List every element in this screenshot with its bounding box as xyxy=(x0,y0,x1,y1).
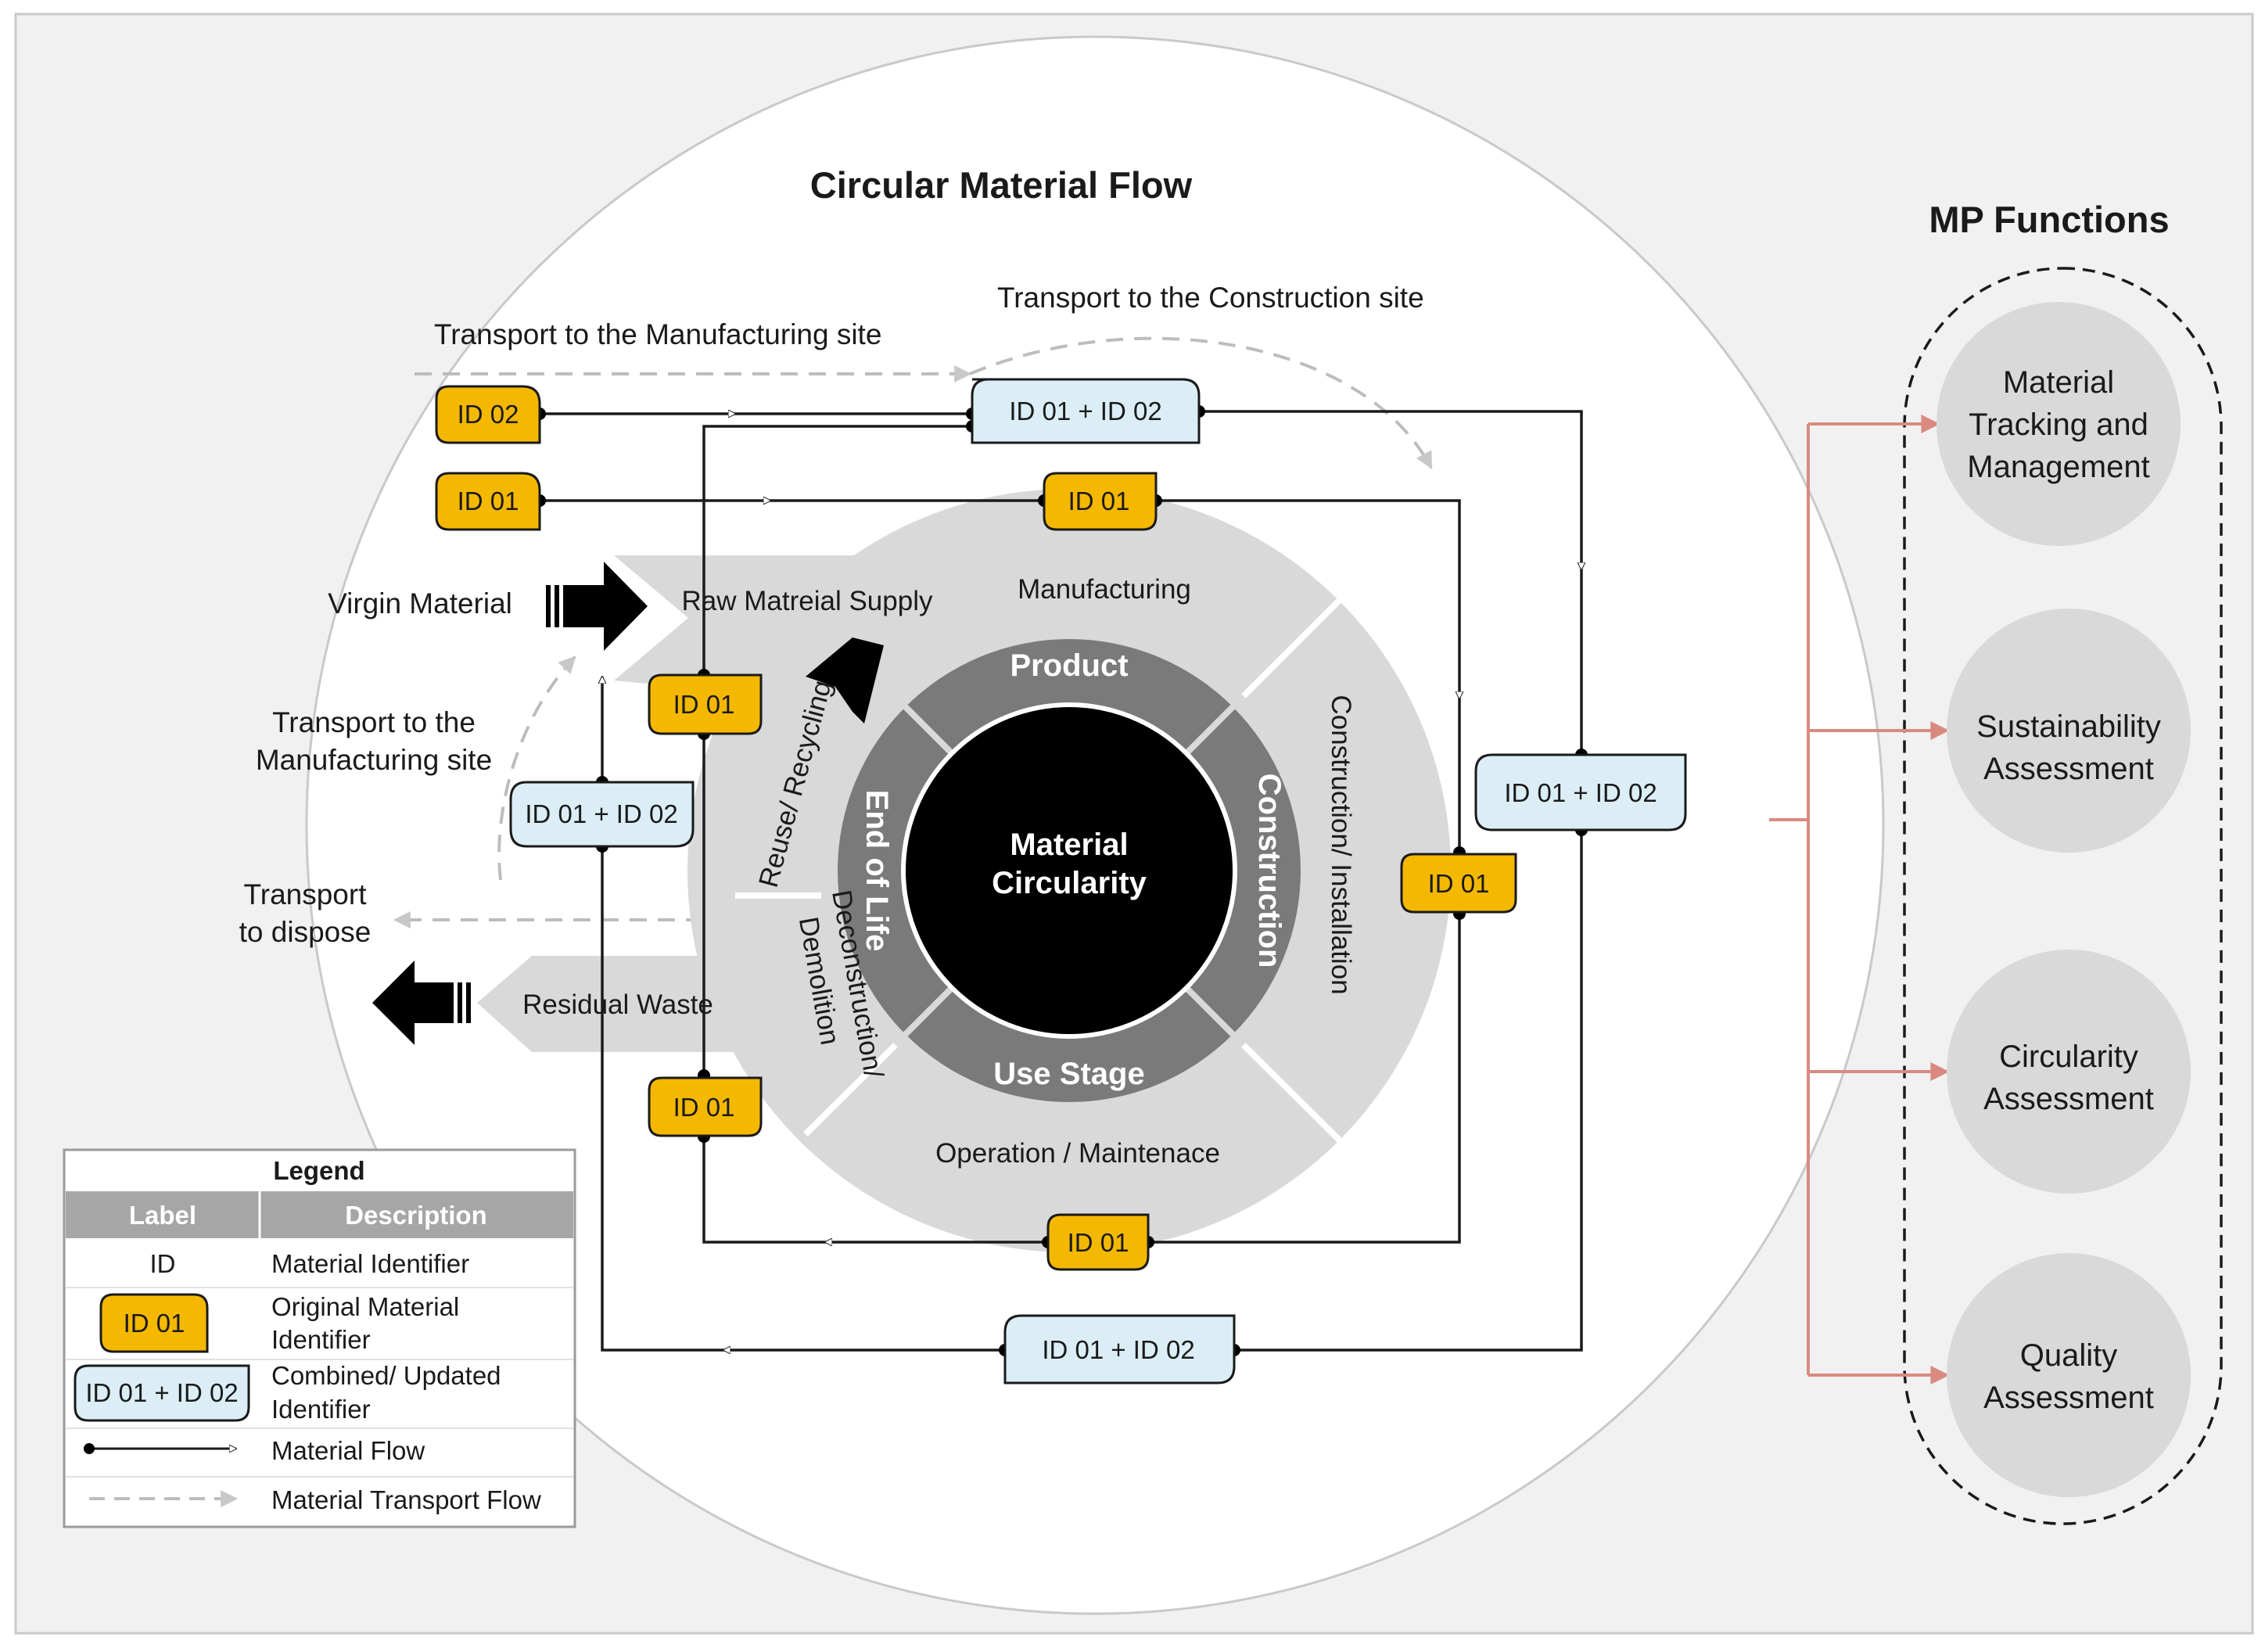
raw-material-supply-label: Raw Matreial Supply xyxy=(682,586,933,616)
svg-text:Sustainability: Sustainability xyxy=(1976,709,2161,744)
svg-text:Quality: Quality xyxy=(2020,1338,2118,1373)
svg-text:ID 01: ID 01 xyxy=(124,1309,185,1338)
flow-combined-bottom-c xyxy=(601,846,723,1352)
transport-label-dispose-1: Transport xyxy=(244,878,368,910)
transport-flows xyxy=(393,336,1433,928)
tag-id01-construction: ID 01 xyxy=(1400,853,1517,914)
svg-text:Assessment: Assessment xyxy=(1983,1082,2154,1116)
svg-text:ID 01: ID 01 xyxy=(458,487,519,515)
flow-id01-to-eol xyxy=(702,1137,825,1244)
tag-combined-bottom: ID 01 + ID 02 xyxy=(1003,1314,1236,1384)
flow-combined-right-a xyxy=(1199,410,1581,569)
mp-functions-boundary xyxy=(1903,267,2223,1525)
svg-text:ID 01: ID 01 xyxy=(1068,487,1130,515)
svg-text:ID 01 + ID 02: ID 01 + ID 02 xyxy=(85,1378,238,1407)
svg-text:Management: Management xyxy=(1967,450,2149,484)
material-flows xyxy=(540,411,1581,1350)
legend-header-row xyxy=(66,1191,573,1238)
function-circularity: Circularity Assessment xyxy=(1947,950,2191,1194)
transport-label-construction: Transport to the Construction site xyxy=(997,282,1424,314)
legend-original-desc-1: Original Material xyxy=(271,1292,459,1321)
legend-transport-flow-desc: Material Transport Flow xyxy=(271,1485,541,1514)
svg-text:ID 01 + ID 02: ID 01 + ID 02 xyxy=(1042,1335,1194,1364)
legend-material-flow-desc: Material Flow xyxy=(271,1436,425,1465)
sector-construction: Construction xyxy=(1252,774,1287,968)
residual-waste-label: Residual Waste xyxy=(522,989,713,1020)
svg-text:ID 01: ID 01 xyxy=(1068,1228,1129,1257)
flow-combined-bottom-a xyxy=(1234,830,1583,1352)
svg-text:ID 01: ID 01 xyxy=(673,690,735,719)
tag-id01-manufacturing: ID 01 xyxy=(1043,472,1158,531)
legend-combined-desc-1: Combined/ Updated xyxy=(271,1361,501,1390)
function-quality: Quality Assessment xyxy=(1947,1253,2191,1497)
reuse-feedback-arrow xyxy=(806,637,884,724)
hub-label-1: Material xyxy=(1010,828,1128,862)
svg-text:ID 02: ID 02 xyxy=(458,400,519,429)
transport-label-manufacturing-left-1: Transport to the xyxy=(272,706,476,738)
legend-original-tag: ID 01 xyxy=(99,1293,209,1353)
svg-text:Circularity: Circularity xyxy=(1999,1040,2138,1074)
legend-combined-desc-2: Identifier xyxy=(271,1395,371,1424)
tag-id01-start: ID 01 xyxy=(435,472,541,531)
sector-use-stage: Use Stage xyxy=(993,1057,1144,1091)
legend-combined-tag: ID 01 + ID 02 xyxy=(74,1364,250,1422)
circularity-wheel: Material Circularity Product Use Stage C… xyxy=(614,489,1451,1252)
legend-material-flow-symbol xyxy=(84,1443,236,1454)
sector-product: Product xyxy=(1010,648,1128,683)
ring-divider-ne xyxy=(1241,584,1355,699)
svg-text:ID 01 + ID 02: ID 01 + ID 02 xyxy=(1504,778,1657,807)
virgin-material-arrow xyxy=(546,562,648,651)
legend-title: Legend xyxy=(273,1156,364,1185)
legend-id-desc: Material Identifier xyxy=(271,1249,469,1278)
transport-label-manufacturing-left-2: Manufacturing site xyxy=(256,744,492,776)
svg-text:ID 01 + ID 02: ID 01 + ID 02 xyxy=(1009,397,1161,426)
raw-material-supply-tip xyxy=(614,555,688,681)
transport-arrow-manufacturing-left xyxy=(497,655,576,881)
svg-text:Material: Material xyxy=(2003,365,2114,400)
legend-col-label: Label xyxy=(129,1201,196,1230)
svg-text:ID 01: ID 01 xyxy=(1428,869,1490,898)
tag-combined-left: ID 01 + ID 02 xyxy=(509,781,695,848)
tag-combined-top: ID 01 + ID 02 xyxy=(971,378,1201,444)
svg-text:ID 01 + ID 02: ID 01 + ID 02 xyxy=(525,799,677,828)
residual-waste-band xyxy=(477,956,770,1052)
ring-divider-sw xyxy=(803,1043,898,1137)
legend: Legend Label Description ID Material Ide… xyxy=(63,1148,576,1528)
tag-id01-eol: ID 01 xyxy=(648,1076,763,1137)
function-sustainability: Sustainability Assessment xyxy=(1947,609,2191,853)
circular-flow-title: Circular Material Flow xyxy=(810,164,1193,206)
tag-id02-start: ID 02 xyxy=(435,385,541,444)
residual-waste-arrow xyxy=(372,961,471,1045)
flow-product-to-combined xyxy=(702,425,972,675)
function-material-tracking: Material Tracking and Management xyxy=(1937,302,2181,546)
svg-text:Assessment: Assessment xyxy=(1983,752,2154,786)
tag-id01-use-stage: ID 01 xyxy=(1046,1213,1150,1271)
tag-combined-right: ID 01 + ID 02 xyxy=(1474,753,1687,831)
tag-id01-product: ID 01 xyxy=(648,673,763,735)
hub-label-2: Circularity xyxy=(992,866,1147,900)
virgin-material-label: Virgin Material xyxy=(328,587,512,620)
svg-text:Tracking and: Tracking and xyxy=(1969,408,2148,442)
function-connectors xyxy=(1769,415,1950,1384)
mp-functions-title: MP Functions xyxy=(1929,199,2169,240)
ring-label-construction-installation: Construction/ Installation xyxy=(1326,695,1356,994)
ring-label-operation: Operation / Maintenace xyxy=(935,1138,1220,1169)
ring-label-manufacturing: Manufacturing xyxy=(1018,574,1191,605)
flow-id01-to-use-a xyxy=(1148,914,1461,1244)
sector-end-of-life: End of Life xyxy=(860,790,894,952)
transport-label-manufacturing-top: Transport to the Manufacturing site xyxy=(434,318,881,350)
legend-col-description: Description xyxy=(345,1201,487,1230)
legend-id-label: ID xyxy=(150,1249,176,1278)
flow-id01-to-construction-a xyxy=(1156,499,1459,699)
legend-original-desc-2: Identifier xyxy=(271,1325,371,1354)
transport-label-dispose-2: to dispose xyxy=(239,916,372,948)
svg-text:ID 01: ID 01 xyxy=(673,1093,735,1122)
ring-divider-se xyxy=(1241,1043,1344,1144)
svg-text:Assessment: Assessment xyxy=(1983,1381,2154,1415)
material-circularity-hub xyxy=(901,702,1237,1039)
